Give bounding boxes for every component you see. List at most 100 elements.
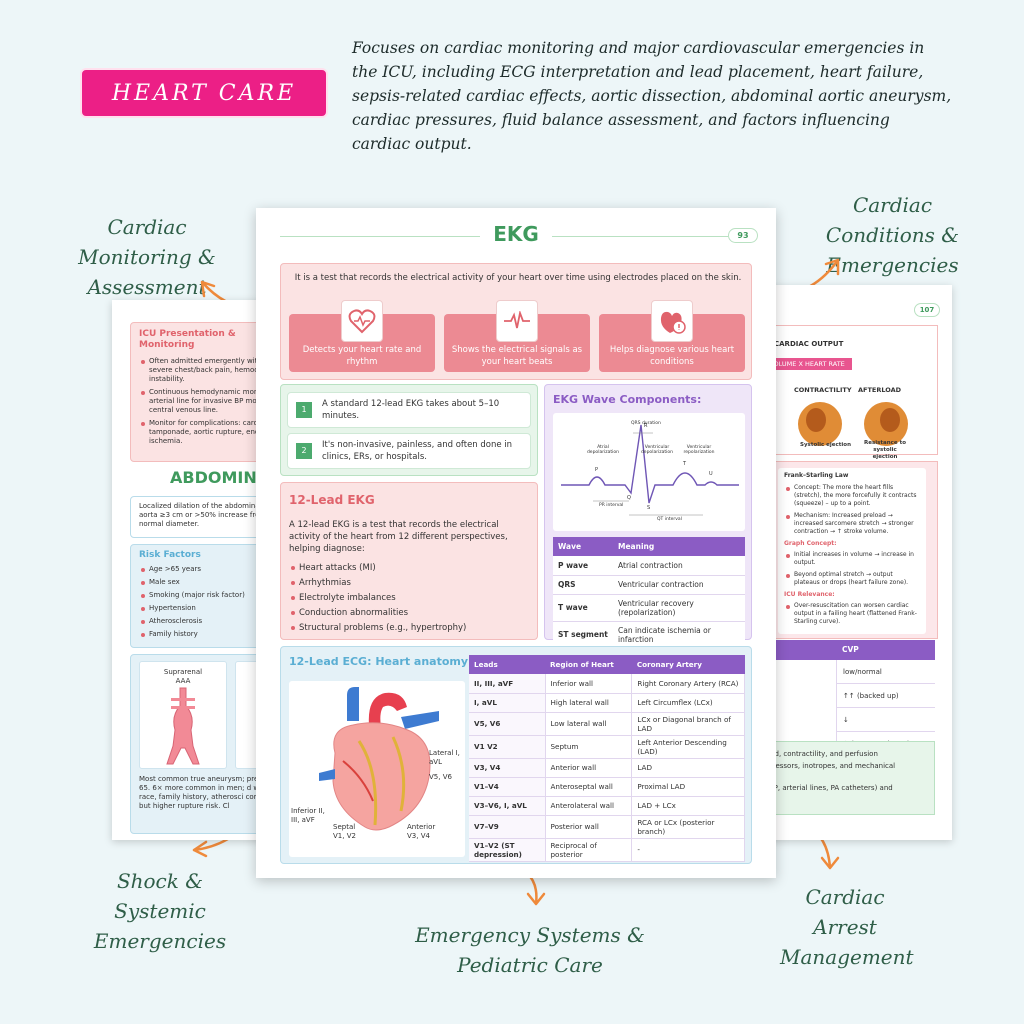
page-title: EKG	[493, 222, 539, 246]
table-header: Coronary Artery	[631, 655, 745, 674]
wave-label: T	[683, 461, 687, 467]
risk-factors-box: Risk Factors Age >65 years Male sex Smok…	[130, 544, 272, 648]
info-card: Shows the electrical signals as your hea…	[444, 300, 590, 372]
list-item: Continuous hemodynamic mon arterial line…	[139, 388, 271, 415]
list-item: Hypertension	[139, 604, 271, 613]
list-item: Initial increases in volume → increase i…	[784, 551, 920, 567]
list-item: Arrhythmias	[289, 578, 529, 589]
table-cell: Right Coronary Artery (RCA)	[631, 674, 745, 694]
heart-diagnosis-icon	[651, 300, 693, 342]
caption: Systolic ejection	[800, 442, 851, 448]
fact-item: 2 It's non-invasive, painless, and often…	[287, 433, 531, 469]
table-cell: Left Circumflex (LCx)	[631, 693, 745, 713]
list-item: Concept: The more the heart fills (stret…	[784, 484, 920, 508]
list-item: Heart attacks (MI)	[289, 563, 529, 574]
fact-text: A standard 12-lead EKG takes about 5–10 …	[322, 399, 500, 421]
table-header: Wave	[553, 537, 613, 556]
heart-anatomy-icon	[319, 687, 439, 831]
list-item: Electrolyte imbalances	[289, 593, 529, 604]
wave-components-box: EKG Wave Components: QRS duration Atrial…	[544, 384, 752, 649]
table-cell: Anterolateral wall	[545, 796, 633, 816]
caption: Resistance to systolic ejection	[864, 440, 906, 460]
table-cell: T wave	[553, 594, 613, 622]
text-line: opressors, inotropes, and mechanical	[764, 762, 896, 770]
frank-starling-box: Frank–Starling Law Concept: The more the…	[760, 461, 938, 639]
table-cell: Ventricular contraction	[613, 575, 745, 595]
fact-item: 1 A standard 12-lead EKG takes about 5–1…	[287, 392, 531, 428]
badge-label: HEART CARE	[111, 80, 297, 106]
list-item: Beyond optimal stretch → output plateaus…	[784, 571, 920, 587]
afterload-label: AFTERLOAD	[858, 386, 902, 394]
ecg-signal-icon	[496, 300, 538, 342]
card-text: Shows the electrical signals as your hea…	[451, 345, 583, 367]
wave-label: U	[709, 471, 713, 477]
footer-text: Most common true aneurysm; prev 55-65. 6…	[139, 775, 272, 810]
table-cell: low/normal	[836, 660, 935, 684]
table-cell: V5, V6	[469, 712, 546, 736]
label-cardiac-conditions: Cardiac Conditions & Emergencies	[825, 193, 960, 277]
table-cell: ↑↑ (backed up)	[836, 684, 935, 708]
list-item: Mechanism: Increased preload → increased…	[784, 512, 920, 536]
icu-presentation-box: ICU Presentation & Monitoring Often admi…	[130, 322, 272, 462]
heart-label: Anterior V3, V4	[407, 823, 436, 840]
graph-title: Graph Concept:	[784, 540, 837, 547]
table-cell: High lateral wall	[545, 693, 633, 713]
list-item: Atherosclerosis	[139, 617, 271, 626]
ekg-page: EKG 93 It is a test that records the ele…	[256, 208, 776, 878]
label-cardiac-monitoring: Cardiac Monitoring & Assessment	[78, 215, 216, 299]
table-cell: QRS	[553, 575, 613, 595]
table-cell: Atrial contraction	[613, 556, 745, 576]
table-cell: LCx or Diagonal branch of LAD	[631, 712, 745, 736]
management-box: load, contractility, and perfusion opres…	[760, 741, 935, 815]
table-cell: LAD + LCx	[631, 796, 745, 816]
section-desc: A 12-lead EKG is a test that records the…	[289, 520, 508, 554]
table-cell: Septum	[545, 735, 633, 759]
left-page: ICU Presentation & Monitoring Often admi…	[112, 300, 272, 840]
wave-label: Atrial depolarization	[586, 445, 620, 455]
fs-title: Frank–Starling Law	[784, 472, 849, 479]
wave-label: QT interval	[657, 517, 682, 522]
list-item: Smoking (major risk factor)	[139, 591, 271, 600]
list-item: Family history	[139, 630, 271, 639]
table-header: Meaning	[613, 537, 745, 556]
page-number: 107	[914, 303, 940, 317]
fact-number: 2	[296, 443, 312, 459]
table-cell: V3–V6, I, aVL	[469, 796, 546, 816]
wave-label: Ventricular repolarization	[683, 445, 715, 455]
table-cell: LAD	[631, 758, 745, 778]
aorta-icon	[166, 687, 200, 765]
section-title: 12-Lead ECG: Heart anatomy	[289, 655, 469, 668]
wave-label: Q	[627, 495, 631, 501]
label-shock: Shock & Systemic Emergencies	[93, 869, 227, 953]
card-text: Helps diagnose various heart conditions	[609, 345, 735, 367]
table-cell: -	[631, 838, 745, 862]
list-item: Structural problems (e.g., hypertrophy)	[289, 623, 529, 634]
table-cell: Anterior wall	[545, 758, 633, 778]
table-cell: Reciprocal of posterior	[545, 838, 633, 862]
twelve-lead-box: 12-Lead EKG A 12-lead EKG is a test that…	[280, 482, 538, 640]
right-page: 107 CARDIAC OUTPUT E VOLUME X HEART RATE…	[760, 285, 952, 840]
wave-label: PR interval	[599, 503, 624, 508]
table-cell: ST segment	[553, 621, 613, 649]
definition-box: Localized dilation of the abdominal aort…	[130, 496, 272, 538]
ekg-wave-icon	[561, 424, 739, 516]
contractility-label: CONTRACTILITY	[794, 386, 852, 394]
section-title: ABDOMIN	[170, 468, 257, 487]
list-item: Over-resuscitation can worsen cardiac ou…	[784, 602, 920, 626]
info-card: Helps diagnose various heart conditions	[599, 300, 745, 372]
heart-icon	[864, 402, 908, 446]
list-item: Conduction abnormalities	[289, 608, 529, 619]
list-item: Age >65 years	[139, 565, 271, 574]
list-item: Monitor for complications: cardi tampona…	[139, 419, 271, 446]
table-cell: Can indicate ischemia or infarction	[613, 621, 745, 649]
heart-monitor-icon	[341, 300, 383, 342]
list-item: Often admitted emergently with severe ch…	[139, 357, 271, 384]
heart-figure: Lateral I, aVL V5, V6 Inferior II, III, …	[289, 681, 465, 857]
label-cardiac-arrest: Cardiac Arrest Management	[780, 885, 914, 969]
